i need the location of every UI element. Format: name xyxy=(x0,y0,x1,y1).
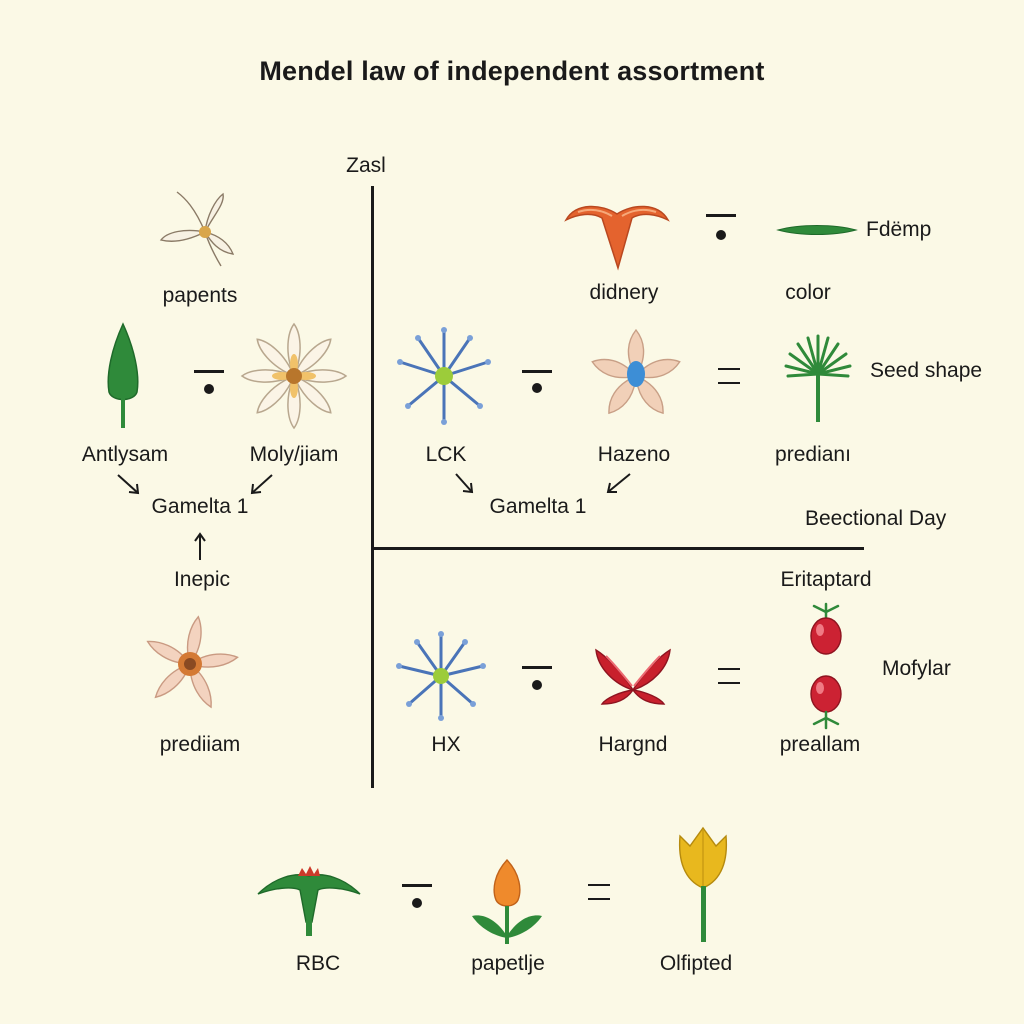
yellow-tulip-icon xyxy=(678,826,728,942)
bottom-item-1: RBC xyxy=(295,952,341,975)
bottom-item-2: papetlje xyxy=(471,952,545,975)
eritaptard-label: Eritaptard xyxy=(780,568,872,591)
seed-shape-label: Seed shape xyxy=(870,359,983,382)
cross-dot-1 xyxy=(204,384,214,394)
equals-bottom-2 xyxy=(718,682,740,684)
cross-3-label: HX xyxy=(431,733,461,756)
parent-2-label: Moly/jiam xyxy=(249,443,339,466)
blue-filament-flower-icon xyxy=(396,631,486,721)
horizontal-divider xyxy=(374,547,864,550)
cross-1-label: LCK xyxy=(425,443,467,466)
cross-dot-2 xyxy=(716,230,726,240)
cross-bar-5 xyxy=(402,884,432,887)
leaf-icon xyxy=(107,322,139,428)
equals-top-3 xyxy=(588,884,610,886)
blue-filament-flower-icon xyxy=(397,327,491,425)
label-c: Fdëmp xyxy=(866,218,932,241)
orange-tulip-bud-icon xyxy=(472,858,542,944)
diagram-title: Mendel law of independent assortment xyxy=(259,56,765,86)
result-label-upper: predianı xyxy=(775,443,851,466)
white-flower-icon xyxy=(240,322,348,430)
source-label: Inepic xyxy=(173,568,231,591)
label-a: didnery xyxy=(589,281,659,304)
gamete-arrows xyxy=(117,474,273,495)
cross-dot-3 xyxy=(532,383,542,393)
bottom-item-3: Olfipted xyxy=(659,952,733,975)
up-arrow xyxy=(194,532,206,560)
cross-bar-1 xyxy=(194,370,224,373)
palm-frond-icon xyxy=(784,334,852,422)
cross-dot-4 xyxy=(532,680,542,690)
vertical-divider xyxy=(371,186,374,788)
gamete-arrows-right xyxy=(455,473,631,494)
cross-bar-2 xyxy=(706,214,736,217)
gamete-label-right: Gamelta 1 xyxy=(489,495,587,518)
axis-label: Zasl xyxy=(346,154,386,177)
equals-bottom-3 xyxy=(588,898,610,900)
red-flower-icon xyxy=(595,648,671,705)
cross-2-label: Hazeno xyxy=(597,443,671,466)
orange-seed-pod-icon xyxy=(564,205,670,271)
star-flower-icon xyxy=(146,615,239,709)
cross-bar-3 xyxy=(522,370,552,373)
cross-bar-4 xyxy=(522,666,552,669)
cross-4-label: Hargnd xyxy=(598,733,668,756)
dried-flower-icon xyxy=(159,191,235,267)
mofylar-label: Mofylar xyxy=(882,657,951,680)
result-label-lower: preallam xyxy=(779,733,861,756)
cross-dot-5 xyxy=(412,898,422,908)
equals-top-1 xyxy=(718,368,740,370)
red-berry-icon xyxy=(810,675,842,730)
offspring-label: prediiam xyxy=(159,733,241,756)
label-b: color xyxy=(785,281,831,304)
parents-label: papents xyxy=(162,284,238,307)
equals-top-2 xyxy=(718,668,740,670)
peach-flower-icon xyxy=(591,328,681,415)
green-blade-icon xyxy=(776,225,858,235)
green-sprout-icon xyxy=(257,866,361,936)
equals-bottom-1 xyxy=(718,382,740,384)
gamete-label-left: Gamelta 1 xyxy=(151,495,249,518)
beectional-label: Beectional Day xyxy=(805,507,947,530)
parent-1-label: Antlysam xyxy=(81,443,169,466)
red-berry-icon xyxy=(810,602,842,655)
